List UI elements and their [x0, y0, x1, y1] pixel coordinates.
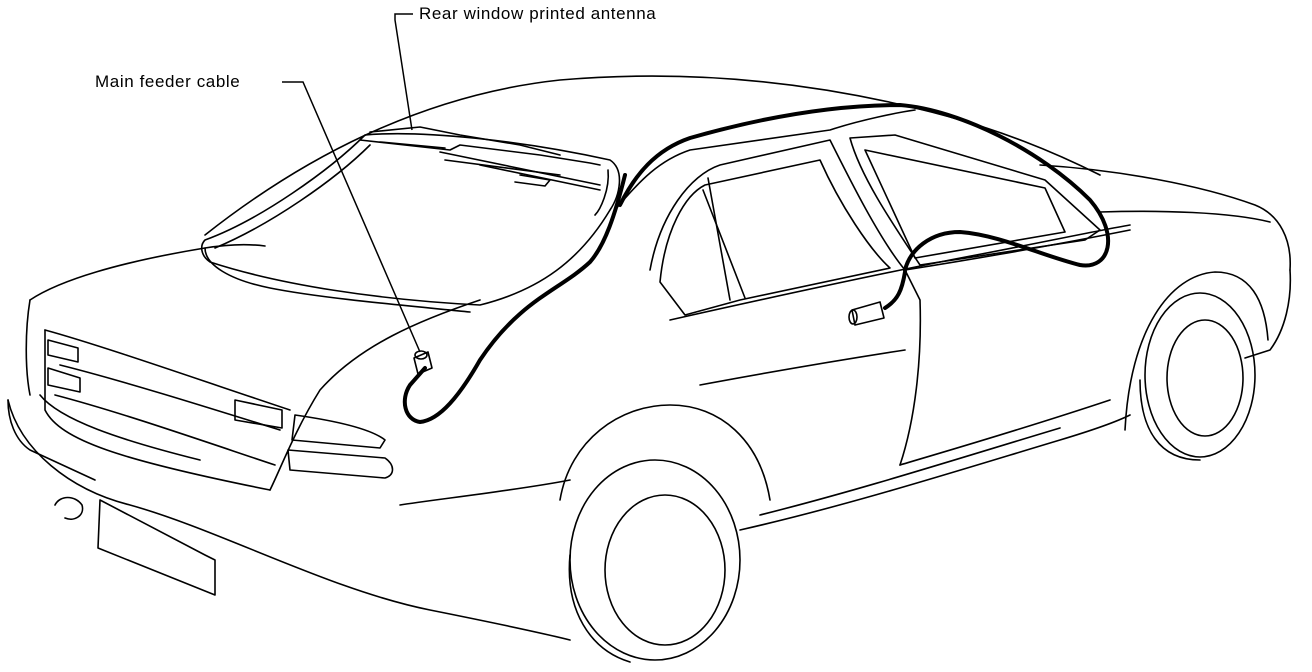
doors-and-windows [614, 109, 1131, 466]
printed-antenna-grid [359, 126, 601, 191]
rear-window [200, 132, 621, 306]
car-body [7, 75, 1292, 641]
rear-window-antenna-label: Rear window printed antenna [419, 4, 657, 23]
feeder-connector [413, 350, 433, 375]
antenna-cable [402, 103, 1110, 424]
rear-wheel [559, 404, 771, 663]
main-feeder-cable-label: Main feeder cable [95, 72, 241, 91]
callout-leaders [282, 13, 421, 353]
door-connector [848, 301, 885, 326]
front-wheel [1124, 271, 1269, 461]
